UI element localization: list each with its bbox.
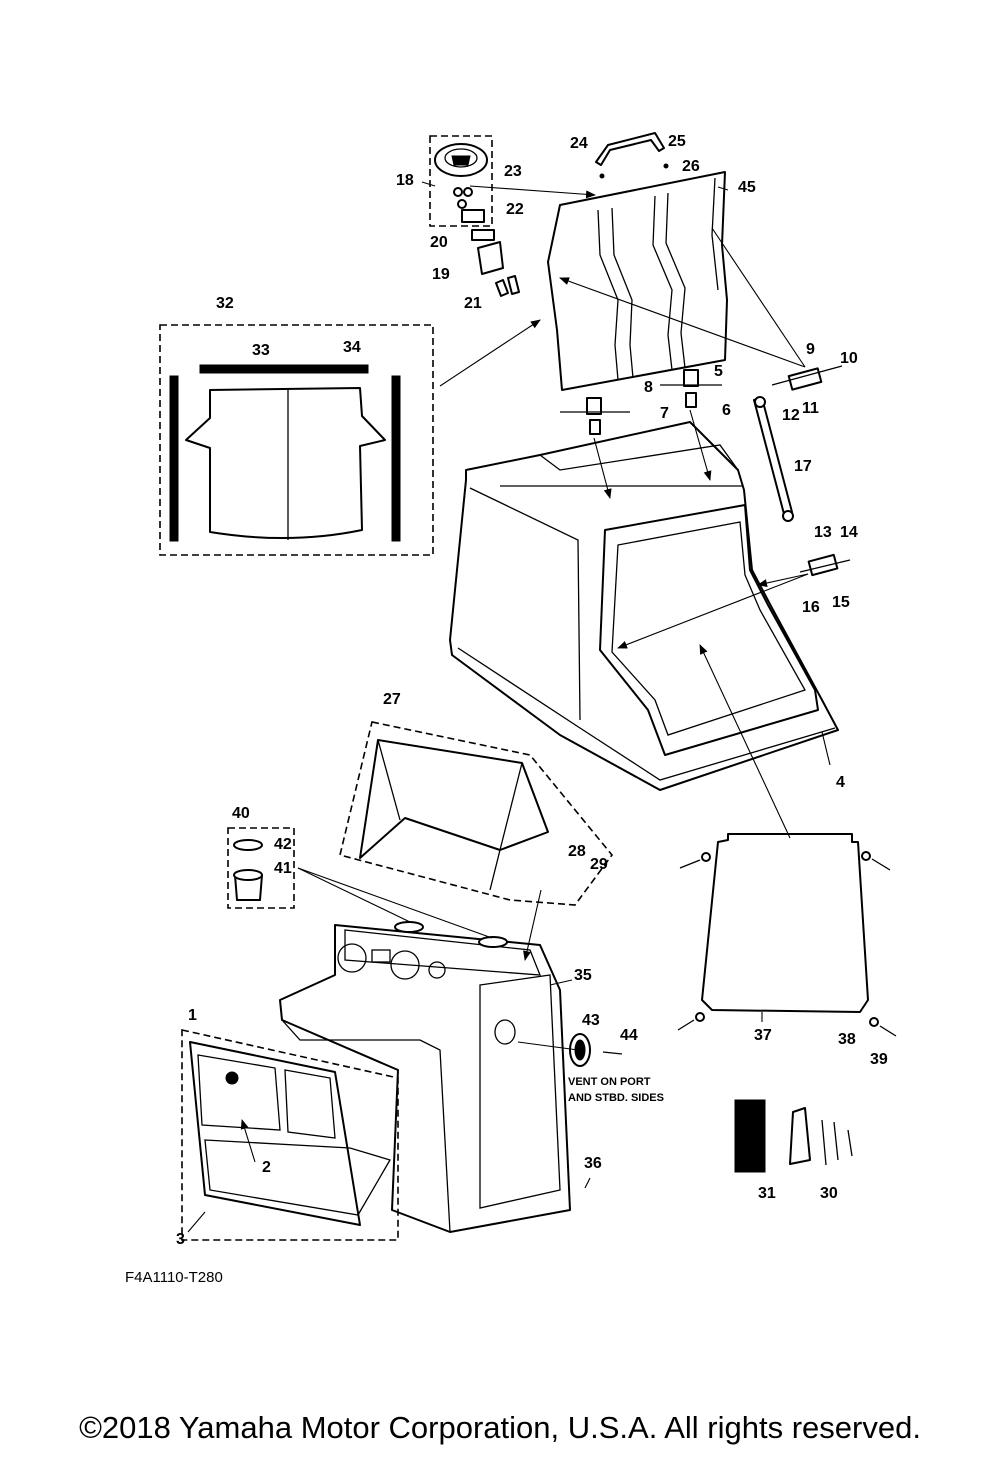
grab-handle-part [595, 132, 669, 179]
gas-strut-part [753, 396, 794, 522]
callout-37: 37 [754, 1027, 772, 1044]
callout-9: 9 [806, 341, 815, 358]
lock-assembly-part [429, 135, 520, 297]
storage-door-part [181, 1029, 399, 1241]
callout-18: 18 [396, 172, 414, 189]
hatch-lid-part [547, 171, 728, 391]
callout-44: 44 [620, 1027, 638, 1044]
callout-32: 32 [216, 295, 234, 312]
callout-41: 41 [274, 860, 292, 877]
seat-panel-assembly-part [159, 324, 434, 556]
callout-19: 19 [432, 266, 450, 283]
callout-8: 8 [644, 379, 653, 396]
callout-labels: 1 2 3 4 5 6 7 8 9 10 11 12 13 14 15 16 1… [176, 133, 888, 1248]
callout-23: 23 [504, 163, 522, 180]
callout-2: 2 [262, 1159, 271, 1176]
copyright-notice: ©2018 Yamaha Motor Corporation, U.S.A. A… [79, 1410, 921, 1445]
strut-bracket-lower-part [799, 553, 851, 577]
callout-40: 40 [232, 805, 250, 822]
callout-27: 27 [383, 691, 401, 708]
callout-6: 6 [722, 402, 731, 419]
callout-17: 17 [794, 458, 812, 475]
cup-holder-part [227, 827, 295, 909]
callout-26: 26 [682, 158, 700, 175]
callout-34: 34 [343, 339, 361, 356]
fastener-parts [677, 851, 897, 1037]
callout-3: 3 [176, 1231, 185, 1248]
vent-part [569, 1033, 623, 1067]
callout-30: 30 [820, 1185, 838, 1202]
vent-note-line-2: AND STBD. SIDES [568, 1092, 664, 1104]
callout-21: 21 [464, 295, 482, 312]
callout-39: 39 [870, 1051, 888, 1068]
callout-12: 12 [782, 407, 800, 424]
windscreen-panel-part [339, 721, 614, 906]
callout-29: 29 [590, 856, 608, 873]
callout-35: 35 [574, 967, 592, 984]
callout-24: 24 [570, 135, 588, 152]
vent-note-line-1: VENT ON PORT [568, 1076, 651, 1088]
callout-4: 4 [836, 774, 845, 791]
callout-31: 31 [758, 1185, 776, 1202]
callout-42: 42 [274, 836, 292, 853]
callout-38: 38 [838, 1031, 856, 1048]
callout-20: 20 [430, 234, 448, 251]
diagram-code: F4A1110-T280 [125, 1269, 223, 1286]
callout-22: 22 [506, 201, 524, 218]
callout-15: 15 [832, 594, 850, 611]
lower-console-part [279, 921, 571, 1233]
callout-25: 25 [668, 133, 686, 150]
callout-13: 13 [814, 524, 832, 541]
callout-36: 36 [584, 1155, 602, 1172]
deck-cover-part [701, 833, 869, 1013]
callout-16: 16 [802, 599, 820, 616]
callout-43: 43 [582, 1012, 600, 1029]
callout-11: 11 [802, 400, 819, 417]
callout-33: 33 [252, 342, 270, 359]
callout-10: 10 [840, 350, 858, 367]
leader-lines [187, 181, 831, 1233]
hinge-part [560, 369, 722, 435]
callout-45: 45 [738, 179, 756, 196]
callout-1: 1 [188, 1007, 197, 1024]
callout-28: 28 [568, 843, 586, 860]
console-housing-part [449, 421, 839, 791]
strut-bracket-upper-part [771, 365, 843, 391]
callout-7: 7 [660, 405, 669, 422]
callout-5: 5 [714, 363, 723, 380]
callout-14: 14 [840, 524, 858, 541]
pad-and-tools-part [734, 1099, 853, 1173]
